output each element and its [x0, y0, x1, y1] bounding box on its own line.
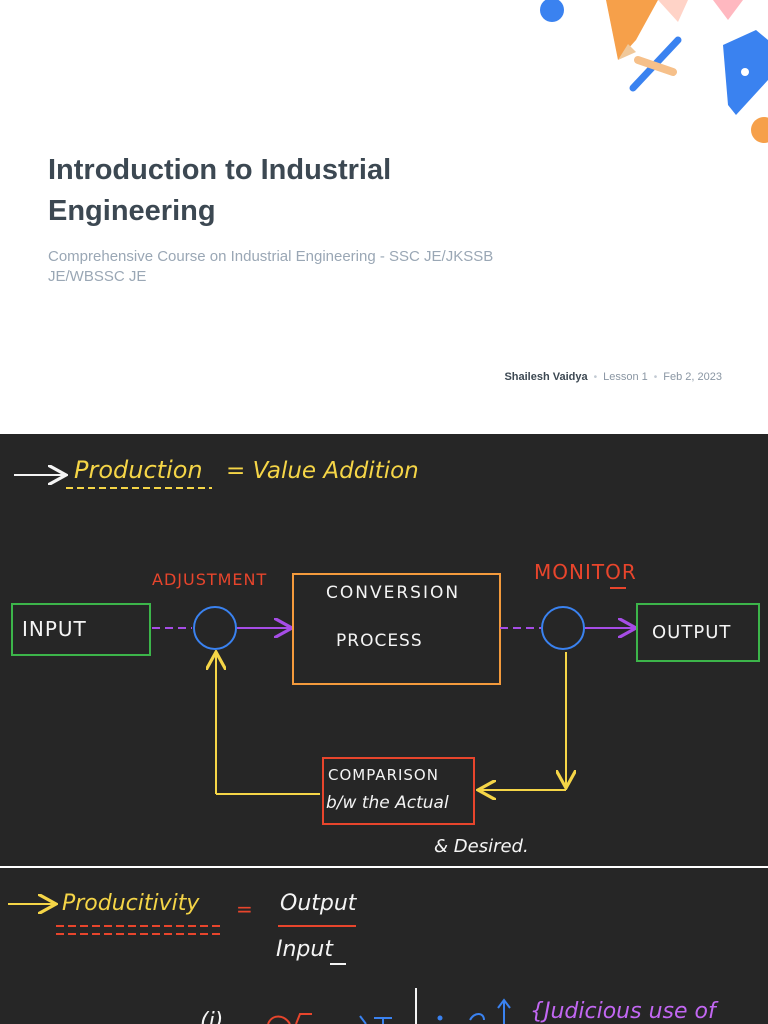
- adjustment-label: ADJUSTMENT: [152, 570, 267, 589]
- denominator-input: Input: [276, 937, 334, 962]
- partial-marks: [497, 998, 511, 1024]
- input-box: [11, 603, 151, 656]
- lesson-number: Lesson 1: [603, 371, 648, 383]
- author-name: Shailesh Vaidya: [504, 371, 588, 383]
- separator-dot: •: [593, 371, 598, 383]
- heading-production: Production: [74, 456, 203, 484]
- lesson-subtitle: Comprehensive Course on Industrial Engin…: [48, 248, 494, 285]
- comparison-line2: b/w the Actual: [326, 793, 449, 813]
- lesson-date: Feb 2, 2023: [663, 371, 722, 383]
- comparison-line1: COMPARISON: [328, 766, 439, 784]
- partial-marks: [437, 1015, 443, 1021]
- productivity-formula: Producitivity = Output Input (i) {Judici…: [8, 891, 719, 1024]
- partial-marks: [359, 1015, 392, 1024]
- blackboard-productivity: Producitivity = Output Input (i) {Judici…: [0, 868, 768, 1024]
- blackboard-production: Production = Value Addition ADJUSTMENT M…: [0, 434, 768, 866]
- heading-equals: = Value Addition: [226, 458, 419, 484]
- partial-marks: (i): [200, 1009, 223, 1024]
- comparison-box: [322, 757, 475, 825]
- adjustment-node: [193, 606, 237, 650]
- numerator-output: Output: [280, 891, 358, 916]
- input-label: INPUT: [22, 617, 87, 641]
- stationery-illustration: [540, 0, 768, 143]
- monitor-label: MONITOR: [534, 560, 637, 584]
- production-diagram: Production = Value Addition ADJUSTMENT M…: [11, 456, 760, 857]
- lesson-title: Introduction to Industrial Engineering: [48, 154, 392, 227]
- separator-dot: •: [653, 371, 658, 383]
- comparison-line3: & Desired.: [434, 836, 529, 857]
- process-line2: PROCESS: [336, 631, 423, 651]
- output-box: [636, 603, 760, 662]
- process-line1: CONVERSION: [326, 583, 460, 603]
- output-label: OUTPUT: [652, 622, 731, 643]
- title-card: Introduction to Industrial Engineering C…: [0, 0, 768, 432]
- lesson-meta: Shailesh Vaidya • Lesson 1 • Feb 2, 2023: [504, 371, 722, 383]
- heading-productivity: Producitivity: [62, 891, 200, 916]
- bottom-note: {Judicious use of: [530, 999, 719, 1024]
- partial-marks: [469, 1013, 485, 1021]
- partial-marks: [267, 1013, 312, 1024]
- monitor-node: [541, 606, 585, 650]
- equals-sign: =: [236, 897, 253, 921]
